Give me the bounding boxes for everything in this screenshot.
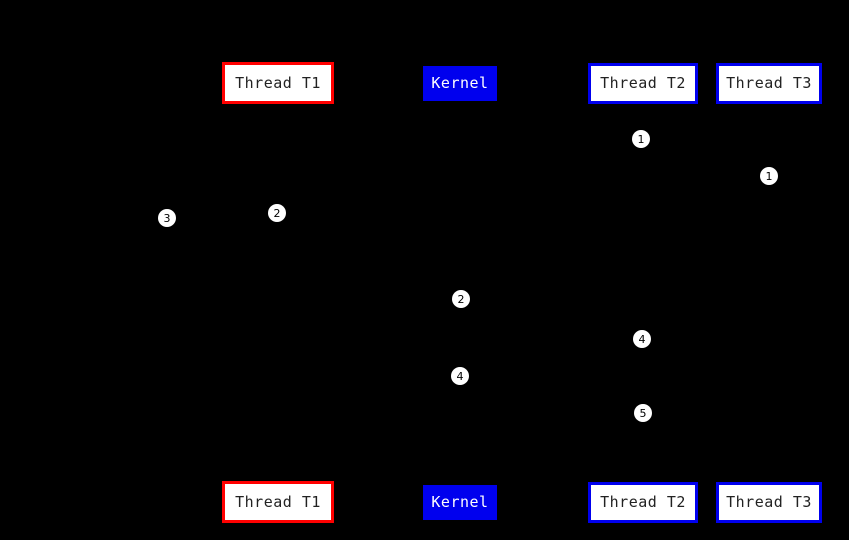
participant-bottom-t2b-label: Thread T2 xyxy=(600,493,686,511)
participant-bottom-kernelb[interactable]: Kernel xyxy=(423,485,497,520)
step-marker: 2 xyxy=(452,290,470,308)
participant-bottom-kernelb-label: Kernel xyxy=(431,493,489,511)
participant-t2-label: Thread T2 xyxy=(600,74,686,92)
step-marker: 1 xyxy=(760,167,778,185)
lifeline-0 xyxy=(278,104,279,481)
step-marker: 5 xyxy=(634,404,652,422)
participant-bottom-t1b-label: Thread T1 xyxy=(235,492,321,511)
participant-t1[interactable]: Thread T1 xyxy=(222,62,334,104)
participant-bottom-t3b[interactable]: Thread T3 xyxy=(716,482,822,523)
lifeline-3 xyxy=(769,104,770,482)
lifeline-2 xyxy=(643,104,644,482)
participant-bottom-t3b-label: Thread T3 xyxy=(726,493,812,511)
participant-bottom-t2b[interactable]: Thread T2 xyxy=(588,482,698,523)
participant-t2[interactable]: Thread T2 xyxy=(588,63,698,104)
step-marker: 1 xyxy=(632,130,650,148)
participant-t3[interactable]: Thread T3 xyxy=(716,63,822,104)
participant-kernel-label: Kernel xyxy=(431,74,489,92)
step-marker: 3 xyxy=(158,209,176,227)
participant-kernel[interactable]: Kernel xyxy=(423,66,497,101)
participant-bottom-t1b[interactable]: Thread T1 xyxy=(222,481,334,523)
step-marker: 4 xyxy=(633,330,651,348)
participant-t3-label: Thread T3 xyxy=(726,74,812,92)
step-marker: 2 xyxy=(268,204,286,222)
step-marker: 4 xyxy=(451,367,469,385)
participant-t1-label: Thread T1 xyxy=(235,73,321,92)
